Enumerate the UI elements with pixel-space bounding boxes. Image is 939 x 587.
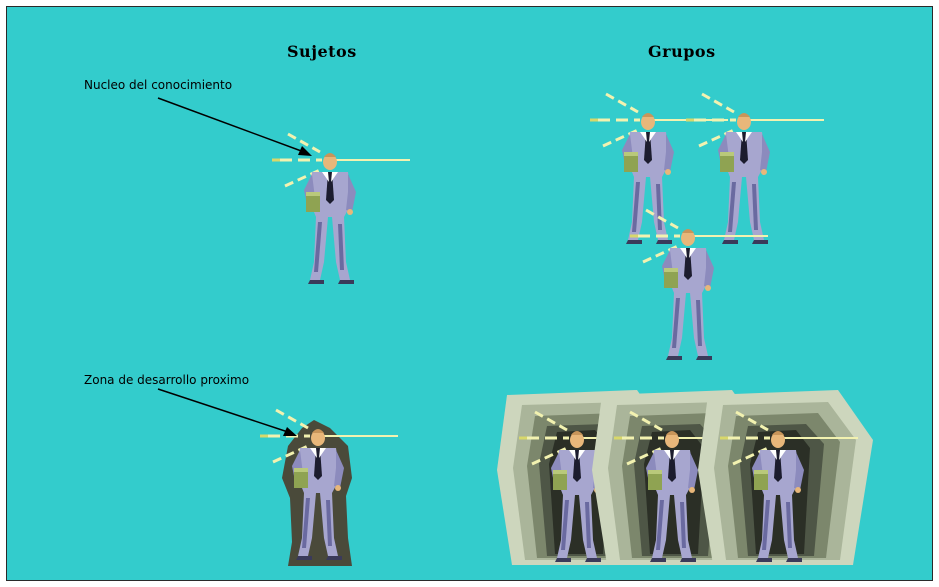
annotation-nucleo: Nucleo del conocimiento — [84, 78, 232, 92]
grupo-zona-figure-3 — [698, 390, 873, 565]
heading-sujetos: Sujetos — [287, 42, 357, 61]
annotation-zona: Zona de desarrollo proximo — [84, 373, 249, 387]
heading-grupos: Grupos — [648, 42, 716, 61]
